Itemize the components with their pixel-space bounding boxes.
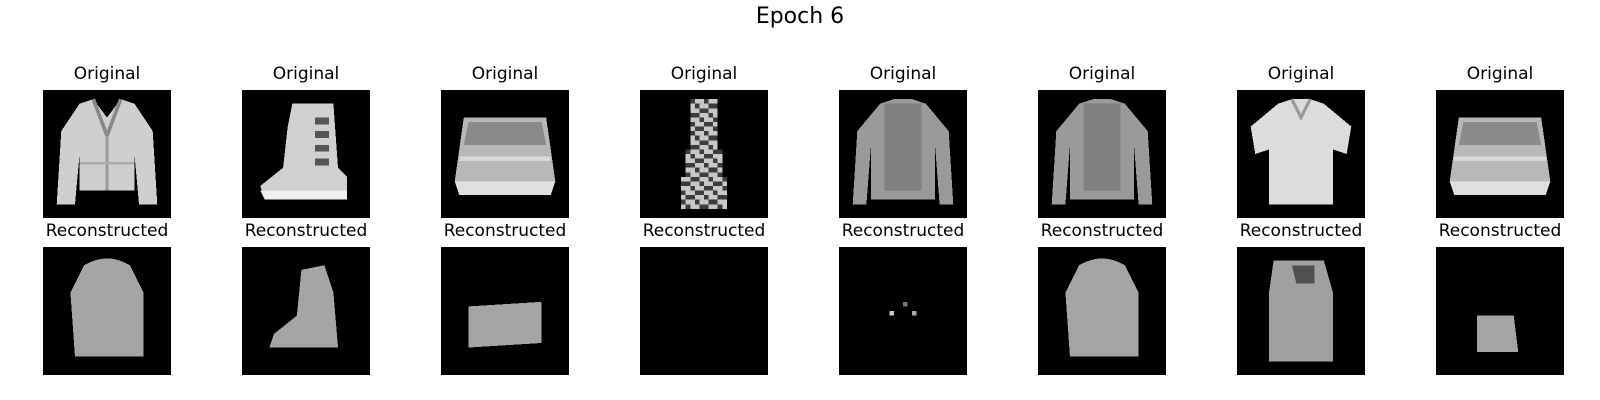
reconstructed-image bbox=[1038, 247, 1166, 375]
original-image bbox=[1436, 90, 1564, 218]
reconstructed-panel-title: Reconstructed bbox=[642, 221, 766, 241]
reconstructed-image bbox=[1237, 247, 1365, 375]
reconstructed-panel-title: Reconstructed bbox=[841, 221, 965, 241]
reconstructed-image bbox=[43, 247, 171, 375]
original-panel-title: Original bbox=[272, 64, 340, 84]
original-panel-title: Original bbox=[1267, 64, 1335, 84]
reconstructed-panel-title: Reconstructed bbox=[244, 221, 368, 241]
original-panel-title: Original bbox=[1466, 64, 1534, 84]
reconstructed-image bbox=[640, 247, 768, 375]
original-image bbox=[640, 90, 768, 218]
reconstructed-image bbox=[242, 247, 370, 375]
original-image bbox=[441, 90, 569, 218]
original-panel-title: Original bbox=[471, 64, 539, 84]
reconstructed-panel-title: Reconstructed bbox=[45, 221, 169, 241]
original-image bbox=[1237, 90, 1365, 218]
reconstructed-image bbox=[441, 247, 569, 375]
original-image bbox=[242, 90, 370, 218]
reconstructed-panel-title: Reconstructed bbox=[1239, 221, 1363, 241]
reconstructed-image bbox=[839, 247, 967, 375]
original-panel-title: Original bbox=[73, 64, 141, 84]
reconstructed-image bbox=[1436, 247, 1564, 375]
original-panel-title: Original bbox=[869, 64, 937, 84]
reconstructed-panel-title: Reconstructed bbox=[443, 221, 567, 241]
figure-title: Epoch 6 bbox=[755, 4, 845, 29]
original-panel-title: Original bbox=[1068, 64, 1136, 84]
reconstructed-panel-title: Reconstructed bbox=[1438, 221, 1562, 241]
original-image bbox=[839, 90, 967, 218]
original-image bbox=[43, 90, 171, 218]
original-image bbox=[1038, 90, 1166, 218]
reconstructed-panel-title: Reconstructed bbox=[1040, 221, 1164, 241]
original-panel-title: Original bbox=[670, 64, 738, 84]
